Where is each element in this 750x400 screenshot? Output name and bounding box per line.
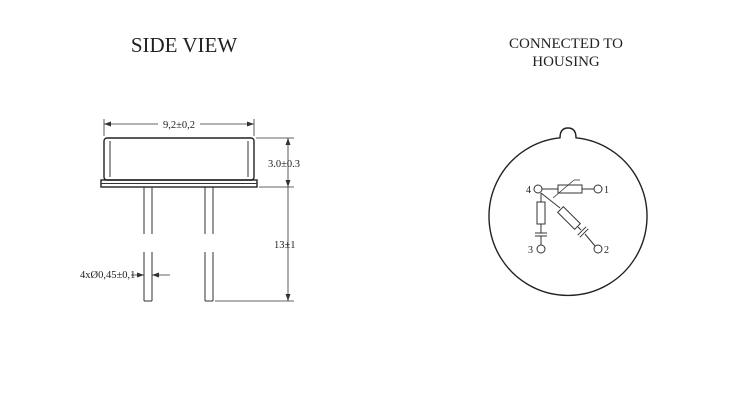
pin-3-label: 3 <box>528 245 533 256</box>
side-view-title: SIDE VIEW <box>131 33 238 57</box>
pin-4-label: 4 <box>526 185 531 196</box>
pin-4-terminal <box>533 184 543 194</box>
crystal-body <box>100 137 258 188</box>
housing-outline <box>488 127 648 297</box>
lead-diameter-label: 4xØ0,45±0,1 <box>80 270 135 281</box>
pin-2-label: 2 <box>604 245 609 256</box>
lead-length-label: 13±1 <box>274 240 296 251</box>
diagonal-crystal-symbol <box>540 192 596 247</box>
lead-length-dimension: 13±1 <box>215 187 296 302</box>
schematic: CONNECTED TO HOUSING 4 1 3 2 <box>488 36 648 297</box>
height-dimension-label: 3.0±0.3 <box>268 159 300 170</box>
side-view: SIDE VIEW <box>80 33 300 302</box>
lead-left <box>143 187 153 302</box>
schematic-title-line1: CONNECTED TO <box>509 36 623 52</box>
thermistor-symbol <box>542 179 594 199</box>
resistor-symbol <box>535 193 547 245</box>
schematic-title-line2: HOUSING <box>532 54 600 70</box>
pin-2-terminal <box>593 244 603 254</box>
height-dimension: 3.0±0.3 <box>256 137 300 188</box>
width-dimension-label: 9,2±0,2 <box>163 120 195 131</box>
lead-right <box>204 187 214 302</box>
pin-3-terminal <box>536 244 546 254</box>
width-dimension: 9,2±0,2 <box>103 119 255 136</box>
lead-diameter-dimension: 4xØ0,45±0,1 <box>80 270 170 281</box>
pin-1-label: 1 <box>604 185 609 196</box>
pin-1-terminal <box>593 184 603 194</box>
